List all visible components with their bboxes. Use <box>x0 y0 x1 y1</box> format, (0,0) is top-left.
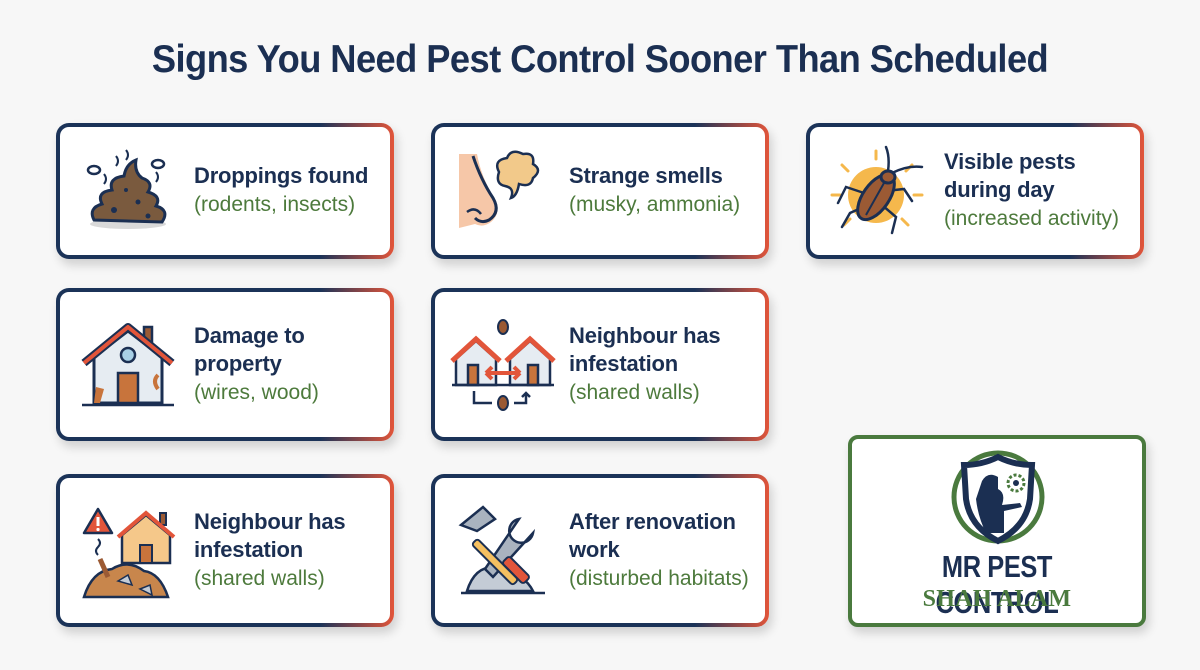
page-title: Signs You Need Pest Control Sooner Than … <box>151 38 1049 81</box>
sign-card-neighbour: Neighbour has infestation (shared walls) <box>431 288 769 441</box>
brand-logo-card: MR PEST CONTROL SHAH ALAM <box>848 435 1146 627</box>
card-heading: Neighbour has infestation <box>194 508 346 562</box>
card-subtext: (shared walls) <box>194 566 325 590</box>
hammer-wrench-icon <box>443 478 563 623</box>
cockroach-sun-icon <box>818 127 938 255</box>
sign-card-damage: Damage to property (wires, wood) <box>56 288 394 441</box>
damaged-house-icon <box>68 292 188 437</box>
card-subtext: (disturbed habitats) <box>569 566 749 590</box>
card-subtext: (increased activity) <box>944 207 1120 230</box>
card-subtext: (rodents, insects) <box>194 193 356 216</box>
card-heading: Damage to property <box>194 322 305 376</box>
card-heading: Strange smells <box>569 163 723 188</box>
card-heading: Visible pests during day <box>944 149 1076 202</box>
sign-card-droppings: Droppings found (rodents, insects) <box>56 123 394 259</box>
sign-card-visible-pests: Visible pests during day (increased acti… <box>806 123 1144 259</box>
house-debris-warning-icon <box>68 478 188 623</box>
sign-card-renovation: After renovation work (disturbed habitat… <box>431 474 769 627</box>
brand-name: MR PEST CONTROL <box>935 549 1059 620</box>
sign-card-neighbour-debris: Neighbour has infestation (shared walls) <box>56 474 394 627</box>
nose-smell-icon <box>443 127 563 255</box>
shield-exterminator-icon <box>948 447 1048 552</box>
neighbour-houses-icon <box>443 292 563 437</box>
droppings-icon <box>68 127 188 255</box>
sign-card-smells: Strange smells (musky, ammonia) <box>431 123 769 259</box>
brand-location: SHAH ALAM <box>922 586 1072 612</box>
card-heading: After renovation work <box>569 508 736 562</box>
card-heading: Neighbour has infestation <box>569 322 721 376</box>
card-subtext: (shared walls) <box>569 380 700 404</box>
card-heading: Droppings found <box>194 163 369 188</box>
card-subtext: (wires, wood) <box>194 380 319 404</box>
card-subtext: (musky, ammonia) <box>569 193 741 216</box>
